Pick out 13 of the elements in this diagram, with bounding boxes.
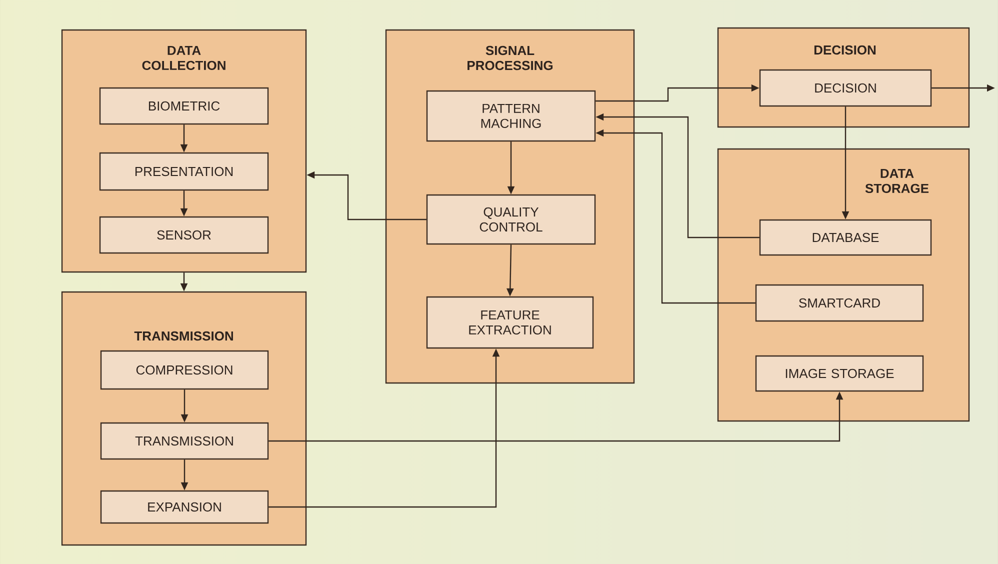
process-box: FEATURE EXTRACTION — [426, 296, 594, 349]
process-box: DECISION — [759, 69, 932, 107]
process-box: DATABASE — [759, 219, 932, 256]
process-box: TRANSMISSION — [100, 422, 269, 460]
process-box: PRESENTATION — [99, 152, 269, 191]
process-box: EXPANSION — [100, 490, 269, 524]
process-box: COMPRESSION — [100, 350, 269, 390]
process-box: IMAGE STORAGE — [755, 355, 924, 392]
process-box: QUALITY CONTROL — [426, 194, 596, 245]
process-box: SENSOR — [99, 216, 269, 254]
process-box: SMARTCARD — [755, 284, 924, 322]
process-box: PATTERN MACHING — [426, 90, 596, 142]
process-box: BIOMETRIC — [99, 87, 269, 125]
